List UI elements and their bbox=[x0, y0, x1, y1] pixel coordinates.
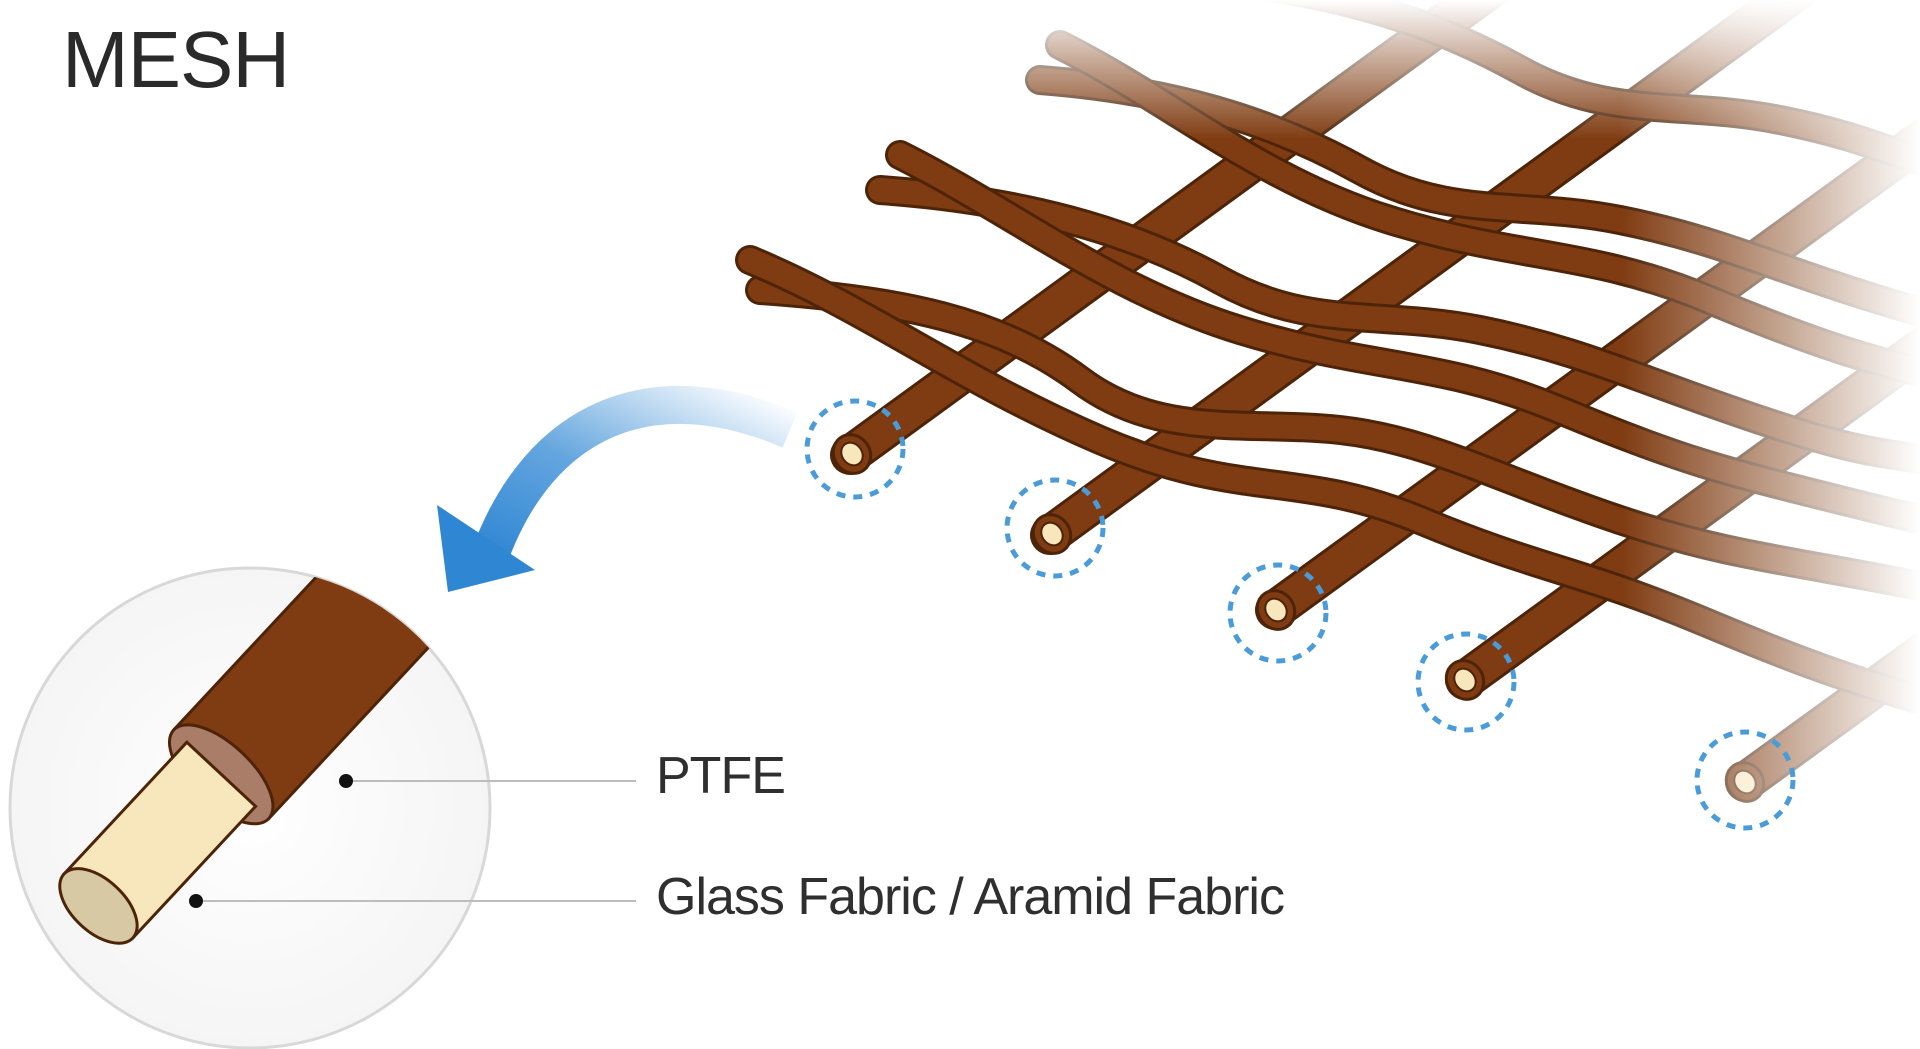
zoom-arrow bbox=[437, 385, 798, 592]
strand-end-2 bbox=[1031, 513, 1073, 555]
arrow-head bbox=[437, 505, 535, 592]
highlight-circle-4 bbox=[1415, 631, 1517, 733]
core-label: Glass Fabric / Aramid Fabric bbox=[656, 868, 1285, 926]
zoom-detail bbox=[8, 566, 636, 1049]
highlight-circle-2 bbox=[1004, 477, 1106, 579]
highlight-circles bbox=[804, 398, 1796, 831]
highlight-circle-1 bbox=[804, 398, 906, 500]
core-marker bbox=[189, 894, 203, 908]
page-title: MESH bbox=[62, 15, 290, 104]
strand-end-3 bbox=[1255, 589, 1297, 631]
highlight-circle-5 bbox=[1694, 729, 1796, 831]
highlight-circle-3 bbox=[1227, 562, 1329, 664]
coating-marker bbox=[339, 774, 353, 788]
strand-end-1 bbox=[831, 433, 873, 475]
coating-label: PTFE bbox=[656, 747, 786, 805]
strand-end-4 bbox=[1444, 659, 1486, 701]
woven-mesh bbox=[735, 0, 1920, 1049]
